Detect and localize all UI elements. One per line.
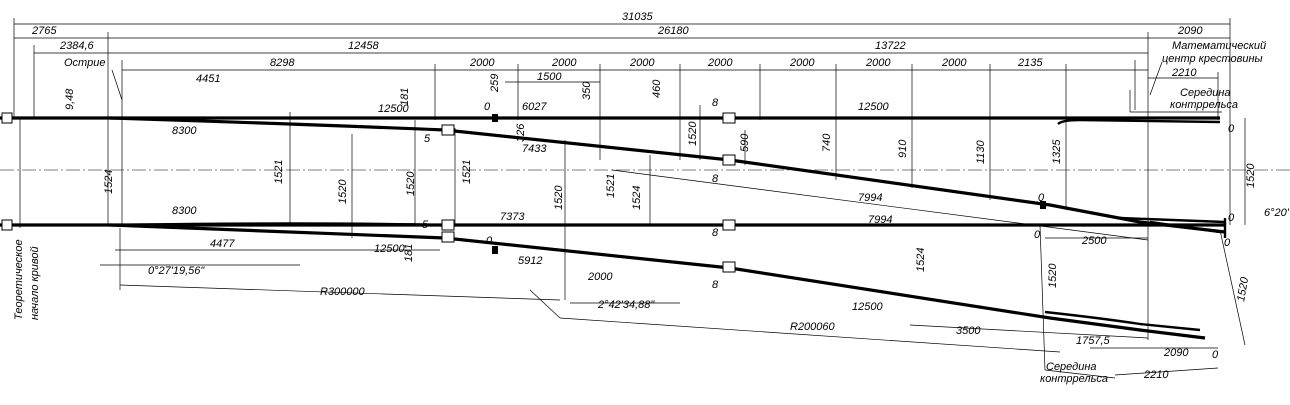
- dim-5-a: 5: [424, 133, 431, 145]
- dim-4477: 4477: [210, 238, 235, 250]
- dim-740: 740: [821, 133, 833, 152]
- label-theor-start-2: начало кривой: [29, 246, 41, 320]
- dim-0-right1: 0: [1228, 123, 1235, 135]
- dim-12500-d: 12500: [852, 301, 883, 313]
- dim-1520-c: 1520: [553, 185, 565, 210]
- label-mid-guard-bottom-2: контррельса: [1040, 373, 1108, 385]
- dim-2000-4: 2000: [707, 57, 733, 69]
- dim-2000-7: 2000: [941, 57, 967, 69]
- dim-r200060: R200060: [790, 321, 836, 333]
- dim-181-top: 181: [399, 88, 411, 106]
- dim-1521-b: 1521: [461, 160, 473, 184]
- dimension-labels: 31035 2765 26180 2090 2384,6 12458 13722…: [31, 11, 1290, 385]
- dim-2000-bottom: 2000: [587, 271, 613, 283]
- dim-0-g: 0: [1212, 349, 1219, 361]
- dim-8-4: 8: [712, 279, 719, 291]
- dim-590: 590: [739, 133, 751, 152]
- dim-1325: 1325: [1051, 139, 1063, 164]
- dim-1520-f: 1520: [1235, 275, 1251, 302]
- dim-5912: 5912: [518, 255, 542, 267]
- dim-5-b: 5: [422, 219, 429, 231]
- dim-8-2: 8: [712, 173, 719, 185]
- dim-2000-6: 2000: [865, 57, 891, 69]
- dim-1520-a: 1520: [337, 179, 349, 204]
- dim-12458: 12458: [348, 40, 379, 52]
- dim-3500: 3500: [956, 325, 981, 337]
- dim-12500-c: 12500: [374, 243, 405, 255]
- label-mid-guard-top-2: контррельса: [1170, 99, 1238, 111]
- dim-8298: 8298: [270, 57, 295, 69]
- dim-13722: 13722: [875, 40, 906, 52]
- dim-2765: 2765: [31, 25, 57, 37]
- label-theor-start-1: Теоретическое: [13, 239, 25, 320]
- label-math-center-1: Математический: [1172, 40, 1266, 52]
- dim-1520-b: 1520: [405, 171, 417, 196]
- dim-2135: 2135: [1017, 57, 1043, 69]
- dim-1520-d: 1520: [687, 121, 699, 146]
- rail-joints: [1, 112, 1046, 273]
- label-math-center-2: центр крестовины: [1162, 53, 1263, 65]
- dim-26180: 26180: [657, 25, 689, 37]
- label-ostrie: Острие: [64, 57, 105, 69]
- dim-0-d: 0: [1034, 229, 1041, 241]
- dim-6-20: 6°20': [1264, 207, 1290, 219]
- dim-2090-top: 2090: [1177, 25, 1203, 37]
- dim-0-e: 0: [1224, 237, 1231, 249]
- dim-2000-1: 2000: [469, 57, 495, 69]
- dim-12500-a: 12500: [378, 103, 409, 115]
- label-mid-guard-top-1: Середина: [1180, 87, 1231, 99]
- dim-6027: 6027: [522, 101, 547, 113]
- dim-1130: 1130: [975, 139, 987, 164]
- dim-2384: 2384,6: [59, 40, 95, 52]
- dim-1524-b: 1524: [631, 186, 643, 210]
- dim-460: 460: [651, 79, 663, 98]
- dim-r300000: R300000: [320, 286, 366, 298]
- dim-1524-left: 1524: [103, 170, 115, 194]
- dim-8300-bottom: 8300: [172, 205, 197, 217]
- dim-9-48: 9,48: [64, 88, 76, 110]
- dim-1520-e: 1520: [1047, 263, 1059, 288]
- dim-0-a: 0: [484, 101, 491, 113]
- dim-1521-c: 1521: [605, 174, 617, 198]
- dim-7994-a: 7994: [858, 192, 882, 204]
- dim-12500-b: 12500: [858, 101, 889, 113]
- dim-2-42: 2°42'34,88": [597, 299, 655, 311]
- dim-2000-5: 2000: [789, 57, 815, 69]
- dim-910: 910: [897, 139, 909, 158]
- dim-8-3: 8: [712, 227, 719, 239]
- dimension-lines: [13, 18, 1246, 379]
- dim-0-27: 0°27'19,56": [148, 265, 205, 277]
- label-mid-guard-bottom-1: Середина: [1046, 361, 1097, 373]
- dim-259: 259: [489, 74, 501, 93]
- dim-7994-b: 7994: [868, 214, 892, 226]
- dim-1521-a: 1521: [273, 160, 285, 184]
- dim-8300-top: 8300: [172, 125, 197, 137]
- dim-326: 326: [515, 123, 527, 142]
- dim-total: 31035: [622, 11, 653, 23]
- dim-1757: 1757,5: [1076, 335, 1111, 347]
- dim-2500: 2500: [1081, 235, 1107, 247]
- dim-350: 350: [581, 81, 593, 100]
- dim-2000-2: 2000: [551, 57, 577, 69]
- dim-7373: 7373: [500, 211, 525, 223]
- dim-2210-top: 2210: [1171, 67, 1197, 79]
- dim-4451: 4451: [196, 73, 220, 85]
- dim-2090-bottom: 2090: [1163, 347, 1189, 359]
- dim-2210-bottom: 2210: [1143, 369, 1169, 381]
- dim-7433: 7433: [522, 143, 547, 155]
- vertical-labels: 9,48 1524 1521 1520 181 1520 1521 259 32…: [13, 74, 1257, 320]
- dim-1500: 1500: [537, 71, 562, 83]
- dim-8-1: 8: [712, 97, 719, 109]
- dim-2000-3: 2000: [629, 57, 655, 69]
- dim-1520-right: 1520: [1245, 163, 1257, 188]
- dim-0-c: 0: [1038, 192, 1045, 204]
- dim-0-right2: 0: [1228, 212, 1235, 224]
- dim-0-f: 0: [486, 235, 493, 247]
- dim-181-b: 181: [403, 244, 415, 262]
- dim-1524-c: 1524: [915, 248, 927, 272]
